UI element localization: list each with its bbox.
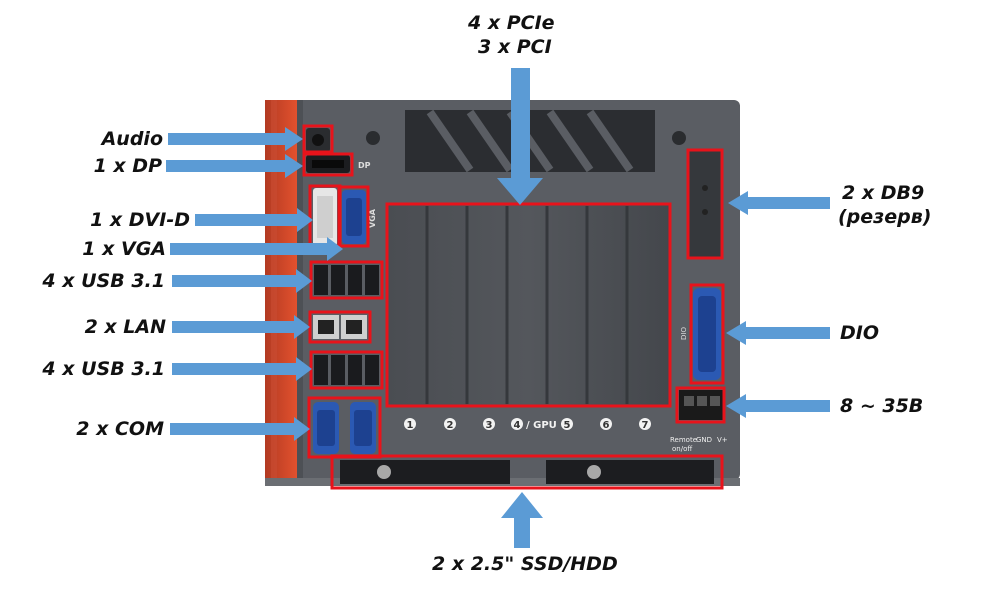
highlight-boxes: [302, 124, 726, 490]
arrow-com: [170, 417, 310, 441]
callout-arrows: [166, 68, 830, 548]
audio-jack: [306, 128, 330, 152]
remote-silkscreen: Remote: [670, 436, 697, 444]
svg-text:3: 3: [486, 420, 493, 431]
thumbscrew-left: [366, 131, 380, 145]
highlight-dp: [302, 152, 354, 177]
label-power: 8 ~ 35В: [840, 395, 924, 417]
onoff-silkscreen: on/off: [672, 445, 692, 453]
arrow-power: [726, 394, 830, 418]
db9-cover: [688, 150, 722, 258]
highlight-slots: [385, 202, 672, 408]
highlight-vga: [337, 185, 370, 248]
label-vga: 1 x VGA: [82, 238, 166, 260]
arrow-audio: [168, 127, 303, 151]
label-storage: 2 x 2.5" SSD/HDD: [432, 553, 618, 575]
highlight-db9: [686, 148, 724, 260]
vplus-silkscreen: V+: [717, 436, 728, 444]
highlight-dio: [689, 283, 725, 385]
label-db9-reserve: (резерв): [838, 206, 932, 228]
slot-number: 7: [639, 418, 651, 431]
highlight-power: [675, 386, 726, 424]
arrow-db9: [728, 191, 830, 215]
arrow-storage: [501, 492, 543, 548]
arrow-usb-top: [172, 269, 312, 293]
expansion-slot-bay: [387, 204, 670, 406]
svg-text:6: 6: [603, 420, 610, 431]
gnd-silkscreen: GND: [696, 436, 712, 444]
label-lan: 2 x LAN: [84, 316, 166, 338]
svg-text:2: 2: [447, 420, 454, 431]
label-usb-top: 4 x USB 3.1: [42, 270, 165, 292]
label-pci: 3 x PCI: [478, 36, 552, 58]
com-ports: [313, 402, 376, 454]
svg-text:1: 1: [407, 420, 414, 431]
label-db9: 2 x DB9: [842, 182, 925, 204]
usb-ports-bottom: [314, 355, 379, 385]
vga-silkscreen: VGA: [368, 208, 377, 228]
dp-silkscreen: DP: [358, 161, 371, 170]
highlight-audio: [302, 124, 334, 154]
drive-trays: [340, 460, 714, 484]
slot-number: 3: [483, 418, 495, 431]
label-usb-bottom: 4 x USB 3.1: [42, 358, 165, 380]
svg-text:4: 4: [514, 420, 521, 431]
arrow-lan: [172, 315, 310, 339]
dio-connector: [693, 288, 721, 380]
dvi-port: [313, 188, 337, 246]
label-pcie: 4 x PCIe: [468, 12, 555, 34]
thumbscrew-right: [672, 131, 686, 145]
lan-ports: [313, 315, 367, 339]
label-com: 2 x COM: [76, 418, 164, 440]
displayport: [306, 155, 350, 173]
slot-number: 6: [600, 418, 612, 431]
usb-ports-top: [314, 265, 379, 295]
svg-text:7: 7: [642, 420, 649, 431]
slot-number: 1: [404, 418, 416, 431]
highlight-usb-bottom: [309, 350, 384, 390]
arrow-pcie: [497, 68, 543, 205]
slot-numbers: 1 2 3 4 / GPU 5 6 7: [404, 418, 651, 431]
slot-number: 2: [444, 418, 456, 431]
arrow-vga: [170, 237, 343, 261]
vga-port: [342, 190, 366, 244]
label-audio: Audio: [101, 128, 163, 150]
label-dvi: 1 x DVI-D: [90, 209, 190, 231]
slot-number: 5: [561, 418, 573, 431]
slot-number: 4: [511, 418, 523, 431]
gpu-label: / GPU: [526, 420, 557, 431]
arrow-usb-bottom: [172, 357, 312, 381]
arrow-dp: [166, 154, 303, 178]
highlight-storage: [330, 454, 724, 490]
highlight-usb-top: [309, 260, 384, 300]
arrow-dio: [726, 321, 830, 345]
dio-silkscreen: DIO: [680, 327, 688, 340]
power-terminal: [679, 390, 723, 420]
label-dio: DIO: [840, 322, 879, 344]
label-dp: 1 x DP: [93, 155, 162, 177]
arrow-dvi: [195, 208, 313, 232]
svg-text:5: 5: [564, 420, 571, 431]
